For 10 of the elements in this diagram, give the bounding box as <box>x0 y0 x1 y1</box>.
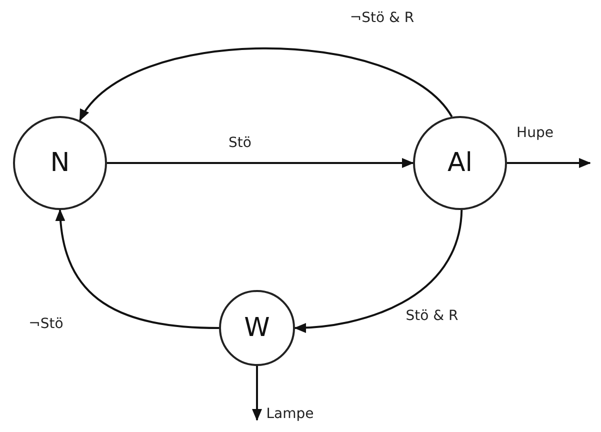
transition-arrow <box>507 158 591 168</box>
transition-arrow <box>294 210 463 333</box>
state-label: N <box>50 148 70 178</box>
state-label: Al <box>447 148 472 178</box>
transition-arrow <box>56 209 220 329</box>
state-label: W <box>244 313 270 343</box>
edge-label: Hupe <box>514 125 556 141</box>
transition-arrow <box>252 366 262 421</box>
transition-arrow <box>107 158 414 168</box>
transition-arrow <box>79 47 453 122</box>
